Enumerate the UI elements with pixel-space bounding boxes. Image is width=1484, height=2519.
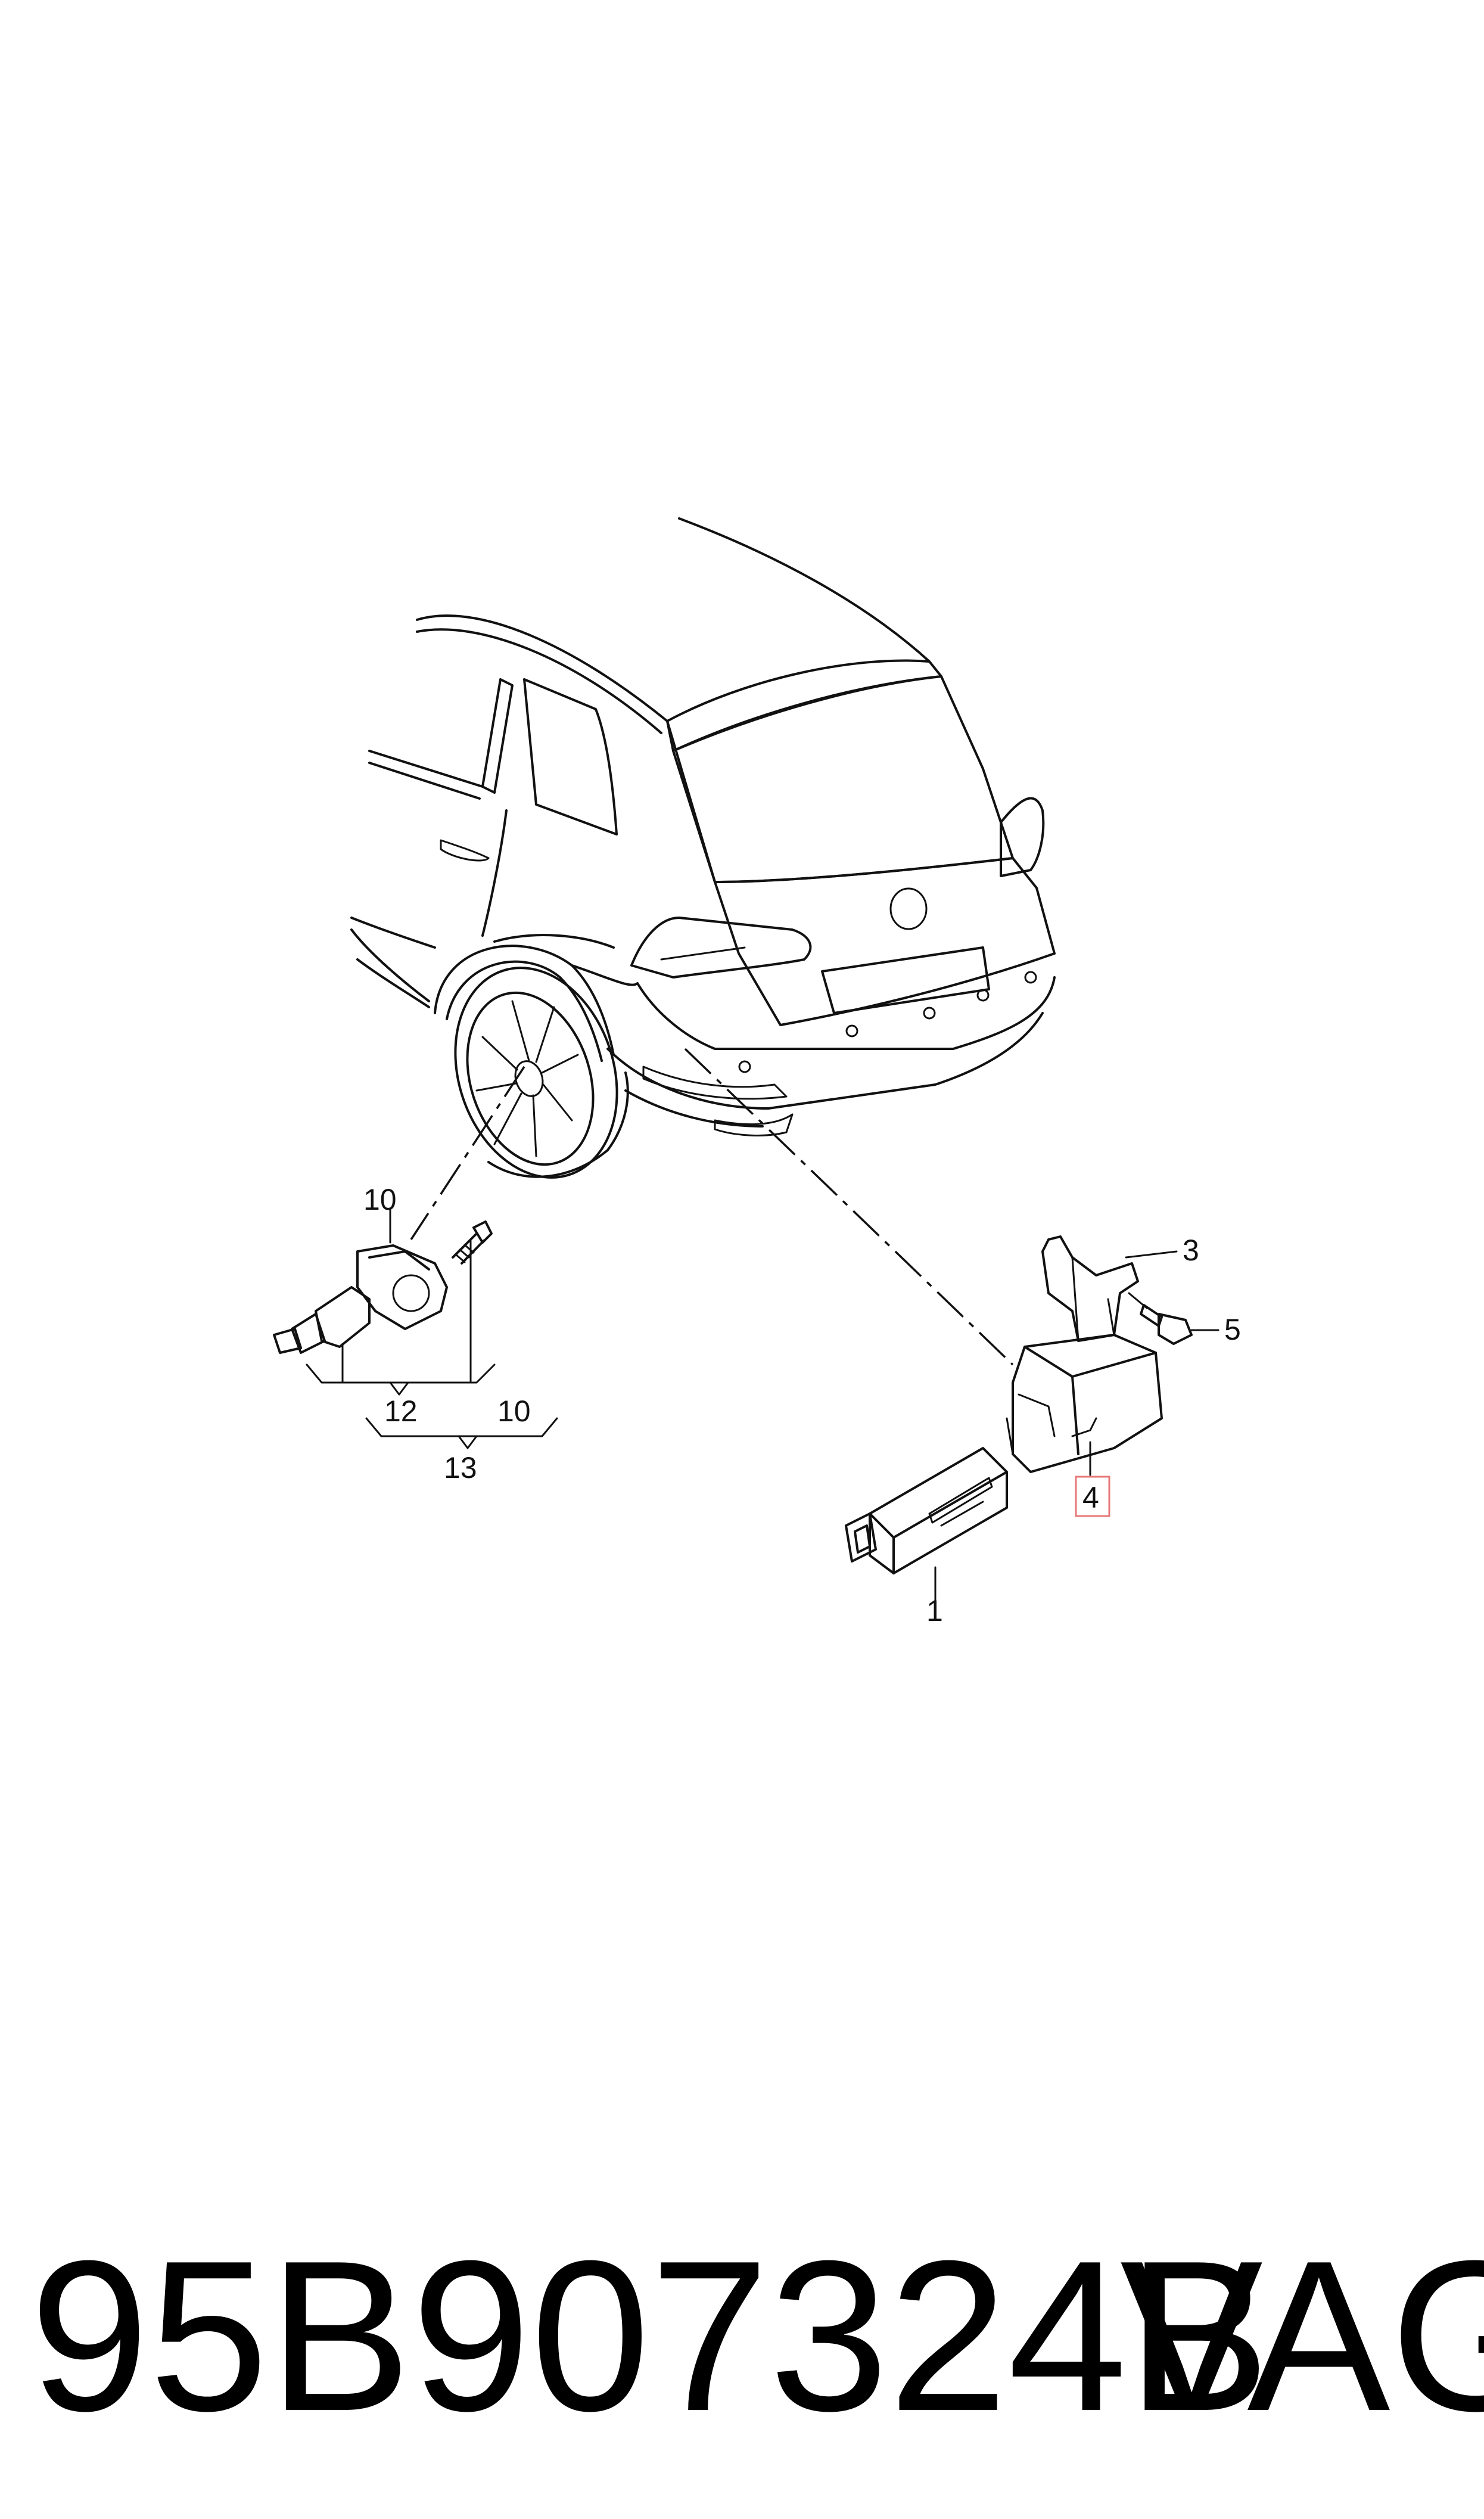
part-number: 95B907324B <box>30 2216 1270 2456</box>
tpms-sensor-assembly <box>273 1209 558 1449</box>
control-unit-assembly <box>845 1235 1219 1601</box>
leader-lines <box>410 1048 1014 1366</box>
callout-label-13: 13 <box>444 1451 477 1484</box>
car-illustration <box>350 517 1056 1179</box>
callout-label-1: 1 <box>926 1594 943 1627</box>
brand-name: VAG <box>1120 2216 1484 2456</box>
callout-label-4: 4 <box>1082 1481 1099 1514</box>
callout-label-10: 10 <box>363 1183 397 1216</box>
highlight-box <box>1075 1476 1110 1517</box>
callout-label-12: 12 <box>384 1394 418 1428</box>
callout-label-5: 5 <box>1224 1313 1241 1346</box>
callout-label-10-bottom: 10 <box>497 1394 531 1428</box>
callout-label-3: 3 <box>1183 1234 1199 1267</box>
